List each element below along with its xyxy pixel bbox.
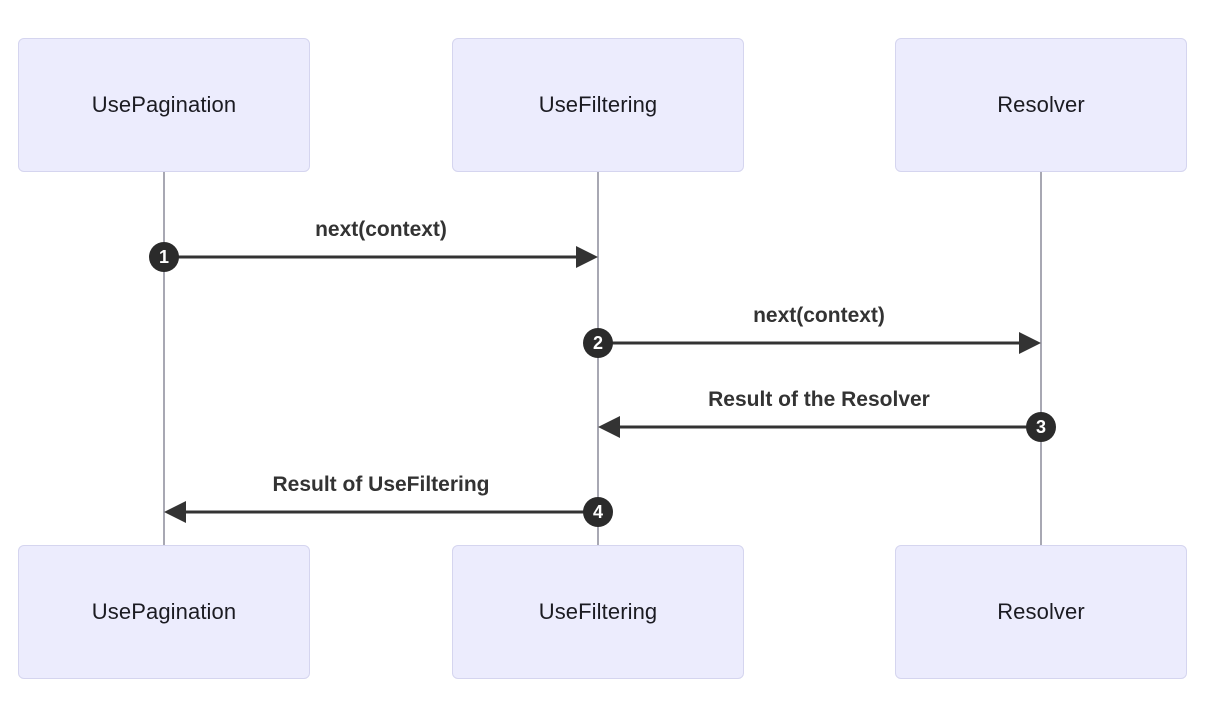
sequence-badge-3[interactable]: 3 xyxy=(1026,412,1056,442)
lifeline-usepagination xyxy=(163,172,165,546)
actor-label-top-usefiltering: UseFiltering xyxy=(538,92,658,117)
lifeline-usefiltering xyxy=(597,172,599,546)
message-arrow-1 xyxy=(164,246,598,268)
lifeline-resolver xyxy=(1040,172,1042,546)
actor-box-bottom-usefiltering[interactable]: UseFiltering xyxy=(452,545,744,679)
actor-box-top-resolver[interactable]: Resolver xyxy=(895,38,1187,172)
message-label-3: Result of the Resolver xyxy=(708,388,930,411)
actor-label-top-resolver: Resolver xyxy=(997,92,1085,117)
actor-label-bottom-usepagination: UsePagination xyxy=(91,599,237,624)
sequence-badge-1[interactable]: 1 xyxy=(149,242,179,272)
actor-label-top-usepagination: UsePagination xyxy=(91,92,237,117)
actor-box-bottom-usepagination[interactable]: UsePagination xyxy=(18,545,310,679)
message-arrow-2 xyxy=(598,332,1041,354)
actor-box-top-usepagination[interactable]: UsePagination xyxy=(18,38,310,172)
message-label-1: next(context) xyxy=(315,218,447,241)
sequence-badge-2[interactable]: 2 xyxy=(583,328,613,358)
message-label-2: next(context) xyxy=(753,304,885,327)
actor-box-bottom-resolver[interactable]: Resolver xyxy=(895,545,1187,679)
message-arrow-4 xyxy=(164,501,598,523)
message-label-4: Result of UseFiltering xyxy=(272,473,490,496)
message-arrow-3 xyxy=(598,416,1041,438)
actor-box-top-usefiltering[interactable]: UseFiltering xyxy=(452,38,744,172)
actor-label-bottom-usefiltering: UseFiltering xyxy=(538,599,658,624)
sequence-badge-4[interactable]: 4 xyxy=(583,497,613,527)
actor-label-bottom-resolver: Resolver xyxy=(997,599,1085,624)
